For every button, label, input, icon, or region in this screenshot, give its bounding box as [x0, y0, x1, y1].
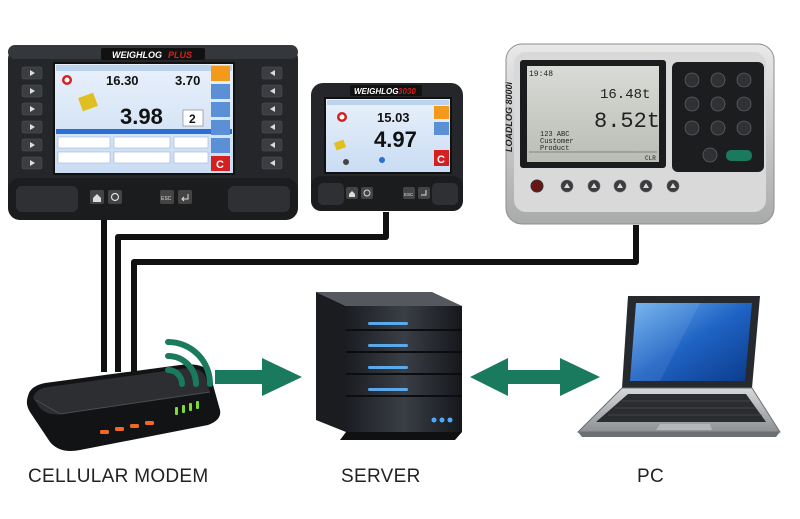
weighlog-plus-value-main: 3.98 — [120, 104, 163, 129]
server — [316, 292, 462, 440]
weighlog-3030-value-top: 15.03 — [377, 110, 410, 125]
loadlog-8000i-device: 19:48 16.48t 8.52t 123 ABC Customer Prod… — [504, 43, 775, 225]
laptop-pc — [576, 296, 781, 437]
loadlog-time: 19:48 — [529, 70, 553, 79]
refresh-icon — [108, 190, 122, 204]
loadlog-brand: LOADLOG 8000i — [504, 81, 514, 152]
loadlog-list-3: Product — [540, 145, 569, 153]
weighlog-plus-c-button: C — [216, 159, 224, 171]
loadlog-value-top: 16.48t — [600, 87, 650, 103]
weighlog-3030-brand: WEIGHLOG — [354, 87, 398, 96]
cellular-modem-label: CELLULAR MODEM — [28, 466, 209, 487]
loadlog-keypad — [684, 72, 752, 163]
weighlog-3030-c-button: C — [437, 154, 445, 166]
weighlog-plus-value-left: 16.30 — [106, 73, 139, 88]
pc-label: PC — [637, 466, 664, 487]
enter-icon — [178, 190, 192, 204]
weighlog-3030-esc: ESC — [404, 192, 414, 197]
weighlog-plus-model: PLUS — [168, 50, 192, 60]
loadlog-list-2: Customer — [540, 138, 574, 146]
weighlog-3030-model: 3030 — [398, 87, 416, 96]
wifi-signal-icon — [165, 339, 213, 387]
server-label: SERVER — [341, 466, 421, 487]
loadlog-list-1: 123 ABC — [540, 131, 569, 139]
cable-bundle — [101, 212, 639, 372]
weighlog-plus-esc: ESC — [161, 196, 172, 202]
loadlog-clr-softkey: CLR — [645, 155, 656, 162]
right-arrow-icon — [215, 358, 302, 396]
modem-status-lights — [100, 401, 199, 434]
weighlog-3030-device: WEIGHLOG 3030 15.03 4.97 C ESC — [311, 83, 463, 211]
weighlog-3030-value-main: 4.97 — [374, 127, 417, 152]
weighlog-plus-value-right: 3.70 — [175, 73, 200, 88]
weighlog-plus-brand: WEIGHLOG — [112, 50, 162, 60]
weighlog-plus-device: WEIGHLOG PLUS 16.30 3.70 3.98 2 — [8, 45, 298, 220]
double-arrow-icon — [470, 358, 600, 396]
weighlog-plus-counter: 2 — [189, 112, 196, 126]
cellular-modem — [26, 364, 221, 451]
loadlog-value-main: 8.52t — [594, 109, 660, 134]
